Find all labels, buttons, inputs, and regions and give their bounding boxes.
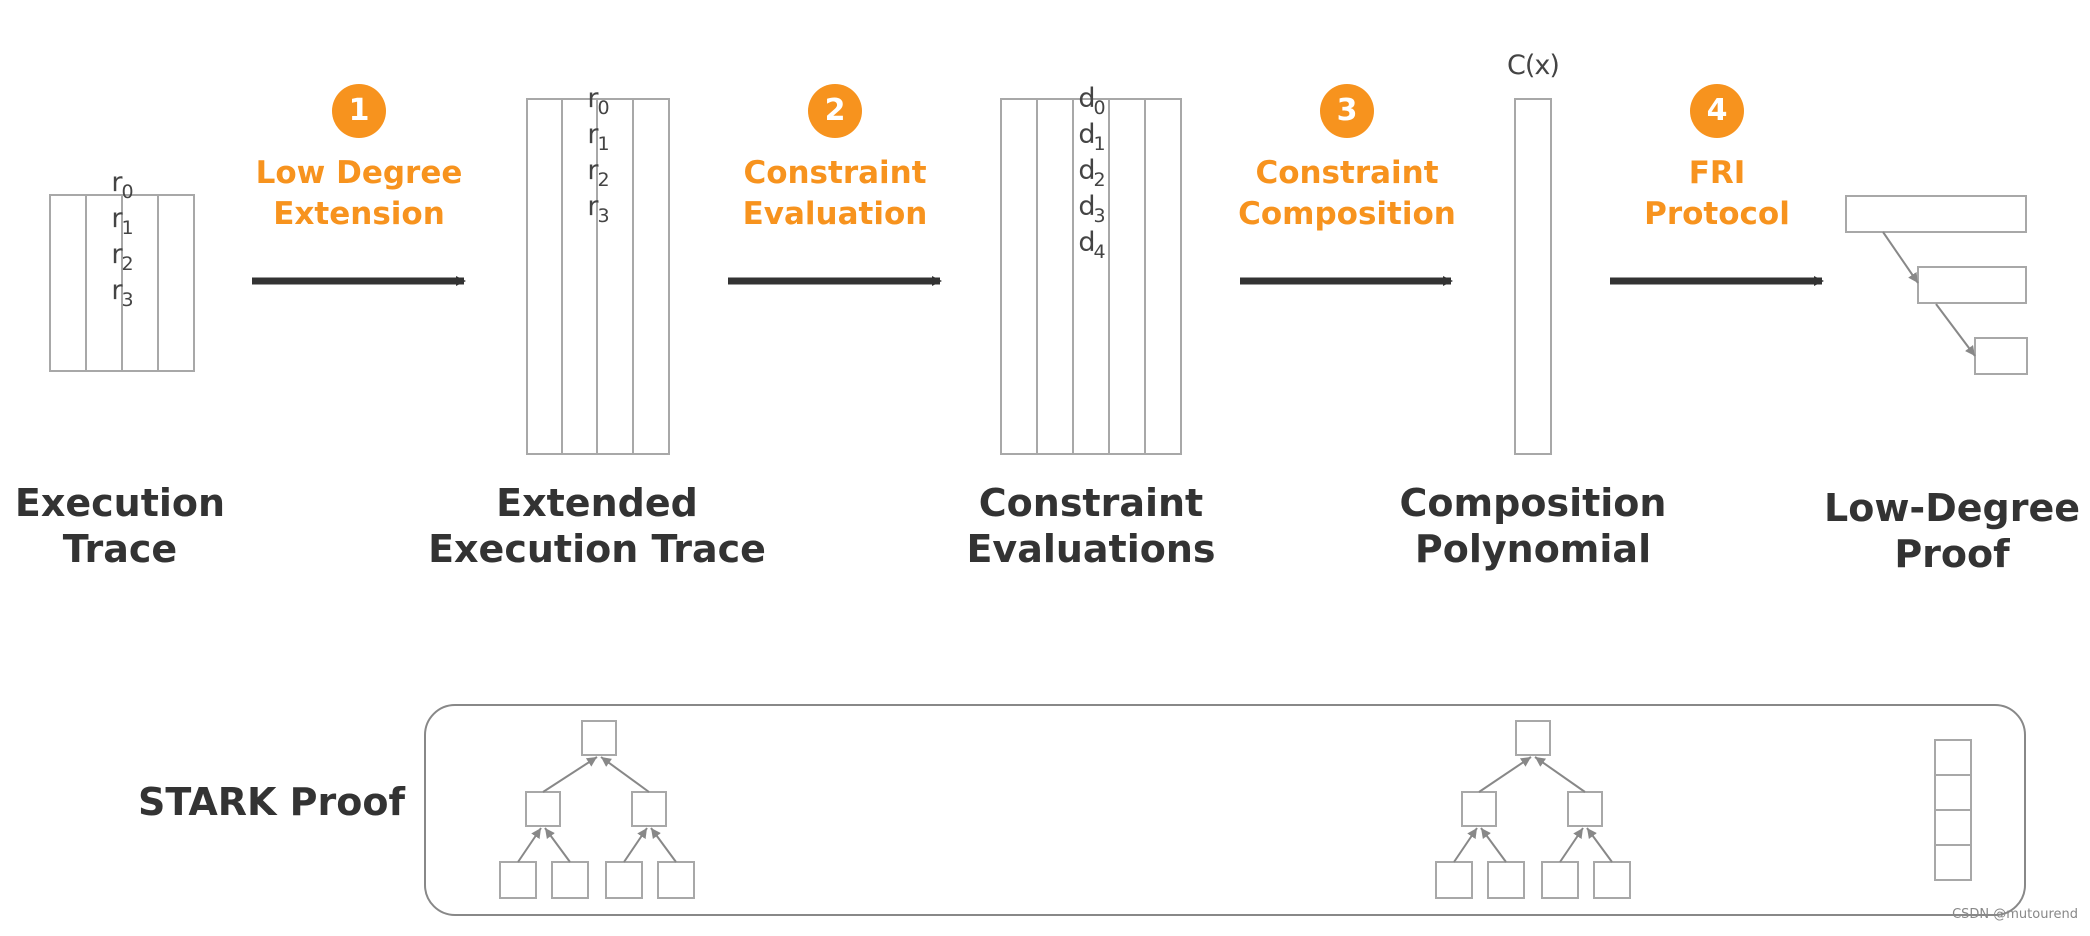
constraint-evaluations-table xyxy=(1000,98,1182,455)
step-title-1: Low Degree Extension xyxy=(255,155,463,232)
stage-title-composition-polynomial: Composition Polynomial xyxy=(1399,481,1667,571)
stage-title-extended-trace: Extended Execution Trace xyxy=(428,481,766,571)
watermark: CSDN @mutourend xyxy=(1952,907,2078,922)
extended-col-r2: r2 xyxy=(587,155,609,191)
composition-column-label: C(x) xyxy=(1507,50,1560,81)
extended-column-labels: r0 r1 r2 r3 xyxy=(518,52,678,227)
trace-col-r1: r1 xyxy=(111,203,133,239)
stark-proof-container xyxy=(424,704,2026,916)
fri-layer-stack xyxy=(1934,739,1972,881)
trace-column-labels: r0 r1 r2 r3 xyxy=(40,136,204,311)
trace-col-r3: r3 xyxy=(111,275,133,311)
fri-arrow-2 xyxy=(1935,303,1976,357)
step-badge-1: 1 xyxy=(332,84,386,138)
merkle-tree-right xyxy=(1435,720,1631,899)
step-badge-2: 2 xyxy=(808,84,862,138)
step-title-4: FRI Protocol xyxy=(1644,155,1790,232)
stage-title-execution-trace: Execution Trace xyxy=(14,481,226,571)
step-badge-4: 4 xyxy=(1690,84,1744,138)
eval-col-d3: d3 xyxy=(1078,191,1105,227)
eval-col-d0: d0 xyxy=(1078,83,1105,119)
step-badge-3: 3 xyxy=(1320,84,1374,138)
stark-proof-label: STARK Proof xyxy=(138,780,406,824)
merkle-tree-left xyxy=(499,720,695,899)
evaluation-column-labels: d0 d1 d2 d3 d4 xyxy=(992,52,1190,263)
eval-col-d4: d4 xyxy=(1078,227,1105,263)
extended-col-r1: r1 xyxy=(587,119,609,155)
eval-col-d2: d2 xyxy=(1078,155,1105,191)
trace-col-r0: r0 xyxy=(111,167,133,203)
step-title-3: Constraint Composition xyxy=(1238,155,1456,232)
composition-column xyxy=(1514,98,1552,455)
stage-title-constraint-evaluations: Constraint Evaluations xyxy=(966,481,1216,571)
extended-trace-table xyxy=(526,98,670,455)
execution-trace-table xyxy=(49,194,195,372)
stage-title-low-degree-proof: Low-Degree Proof xyxy=(1824,486,2080,576)
step-title-2: Constraint Evaluation xyxy=(742,155,928,232)
fri-cascade xyxy=(1845,195,2028,375)
extended-col-r0: r0 xyxy=(587,83,609,119)
eval-col-d1: d1 xyxy=(1078,119,1105,155)
trace-col-r2: r2 xyxy=(111,239,133,275)
fri-arrow-1 xyxy=(1882,231,1919,284)
extended-col-r3: r3 xyxy=(587,191,609,227)
